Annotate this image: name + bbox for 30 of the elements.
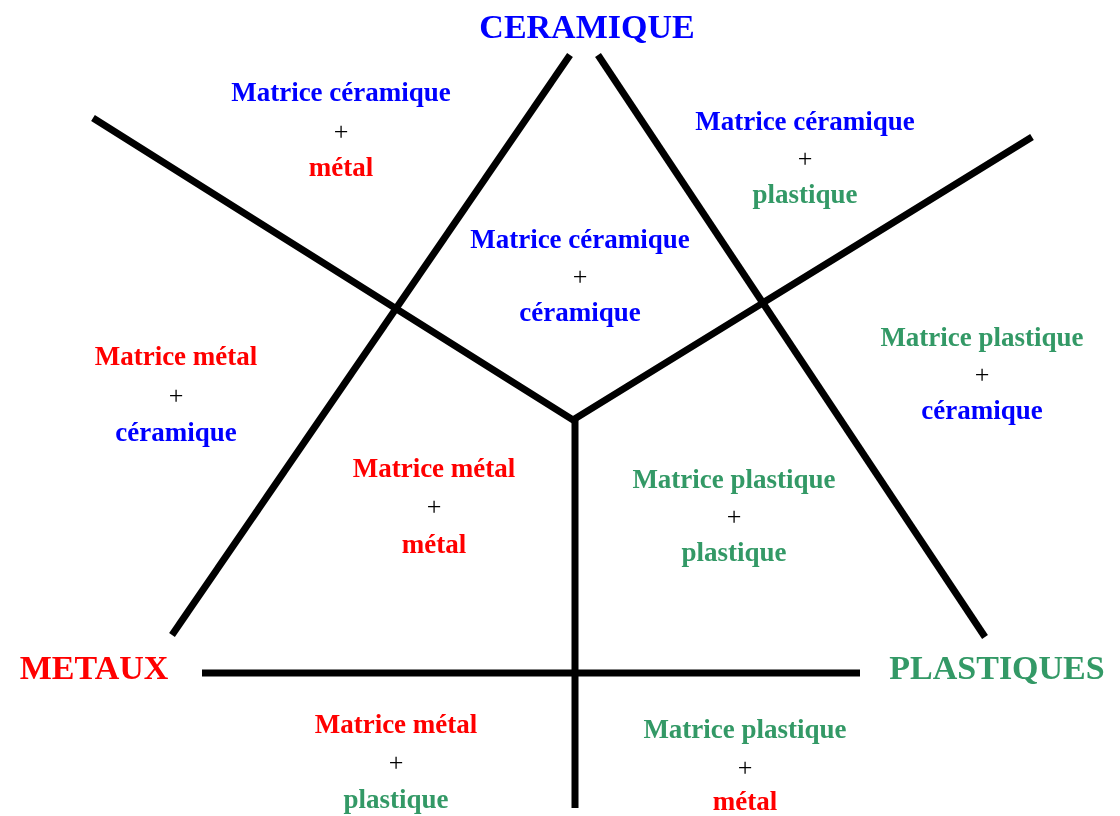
plus-sign: + [737,753,753,783]
composite-label: Matrice céramique [231,78,451,108]
composite-label: céramique [519,298,641,328]
composite-label: Matrice métal [352,454,516,484]
plus-sign: + [572,262,588,292]
composite-label: céramique [921,396,1043,426]
plus-sign: + [426,492,442,522]
composite-label: Matrice métal [314,710,478,740]
composite-label: métal [712,787,778,816]
composite-label: Matrice céramique [695,107,915,137]
composite-label: céramique [115,418,237,448]
composite-label: Matrice céramique [470,225,690,255]
composite-label: Matrice plastique [632,465,836,495]
plus-sign: + [726,502,742,532]
composite-label: plastique [752,180,858,210]
plus-sign: + [168,381,184,411]
composite-label: métal [401,530,467,560]
material-class-label: CERAMIQUE [479,8,695,46]
composite-label: plastique [681,538,787,568]
composite-label: plastique [343,785,449,815]
plus-sign: + [974,360,990,390]
composite-label: Matrice plastique [880,323,1084,353]
composite-label: Matrice plastique [643,715,847,745]
plus-sign: + [388,748,404,778]
composite-label: métal [308,153,374,183]
material-class-label: PLASTIQUES [889,649,1105,687]
material-class-label: METAUX [19,649,169,687]
plus-sign: + [333,117,349,147]
composite-label: Matrice métal [94,342,258,372]
plus-sign: + [797,144,813,174]
